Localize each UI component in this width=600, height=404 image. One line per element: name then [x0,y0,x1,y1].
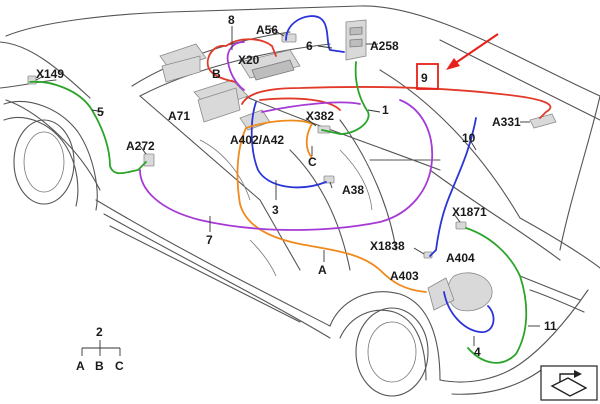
module-a402 [239,109,271,131]
label-3: 3 [272,203,279,217]
module-a272 [143,153,155,167]
label-x382: X382 [306,109,334,123]
label-a402: A402/A42 [230,133,284,147]
label-b: B [212,67,221,81]
connector-x1871 [455,221,467,230]
label-7: 7 [206,233,213,247]
module-a331 [529,113,557,129]
label-a403: A403 [390,269,419,283]
label-x1838: X1838 [370,239,405,253]
red-arrow-icon [446,33,499,70]
wire-blue [250,15,495,333]
label-x1871: X1871 [452,205,487,219]
label-c: C [308,155,317,169]
highlight-box-9 [416,63,439,90]
leader-lines [35,26,540,346]
label-10: 10 [462,131,476,145]
label-x20: X20 [238,53,260,67]
label-a: A [318,263,327,277]
label-a71: A71 [168,109,190,123]
label-8: 8 [228,13,235,27]
label-a56: A56 [256,23,278,37]
label-a404: A404 [446,251,475,265]
legend-2: 2 [96,325,103,339]
legend-tree: 2 A B C [76,325,124,373]
car-body-outline [0,5,600,397]
label-4: 4 [474,345,481,359]
legend-a: A [76,359,85,373]
module-a38 [323,175,335,184]
wire-red-9 [206,38,552,119]
module-a56 [281,33,297,43]
labels: X149 5 A272 8 A56 6 A258 B X20 A71 9 1 X… [36,13,557,359]
label-a38: A38 [342,183,364,197]
label-a331: A331 [492,115,521,129]
wire-orange [236,119,427,293]
label-9: 9 [421,71,428,85]
wire-purple [139,41,433,231]
module-a404 [447,272,493,312]
label-x149: X149 [36,67,64,81]
label-6: 6 [306,39,313,53]
label-a258: A258 [370,39,399,53]
label-5: 5 [97,105,104,119]
components [27,19,557,312]
label-a272: A272 [126,139,155,153]
wire-green [29,61,528,364]
connector-x149 [27,75,37,85]
label-1: 1 [382,103,389,117]
wiring-harness [29,15,552,364]
legend-c: C [115,359,124,373]
label-11: 11 [544,319,557,333]
flip-arrow-icon [540,365,598,401]
legend-b: B [95,359,104,373]
